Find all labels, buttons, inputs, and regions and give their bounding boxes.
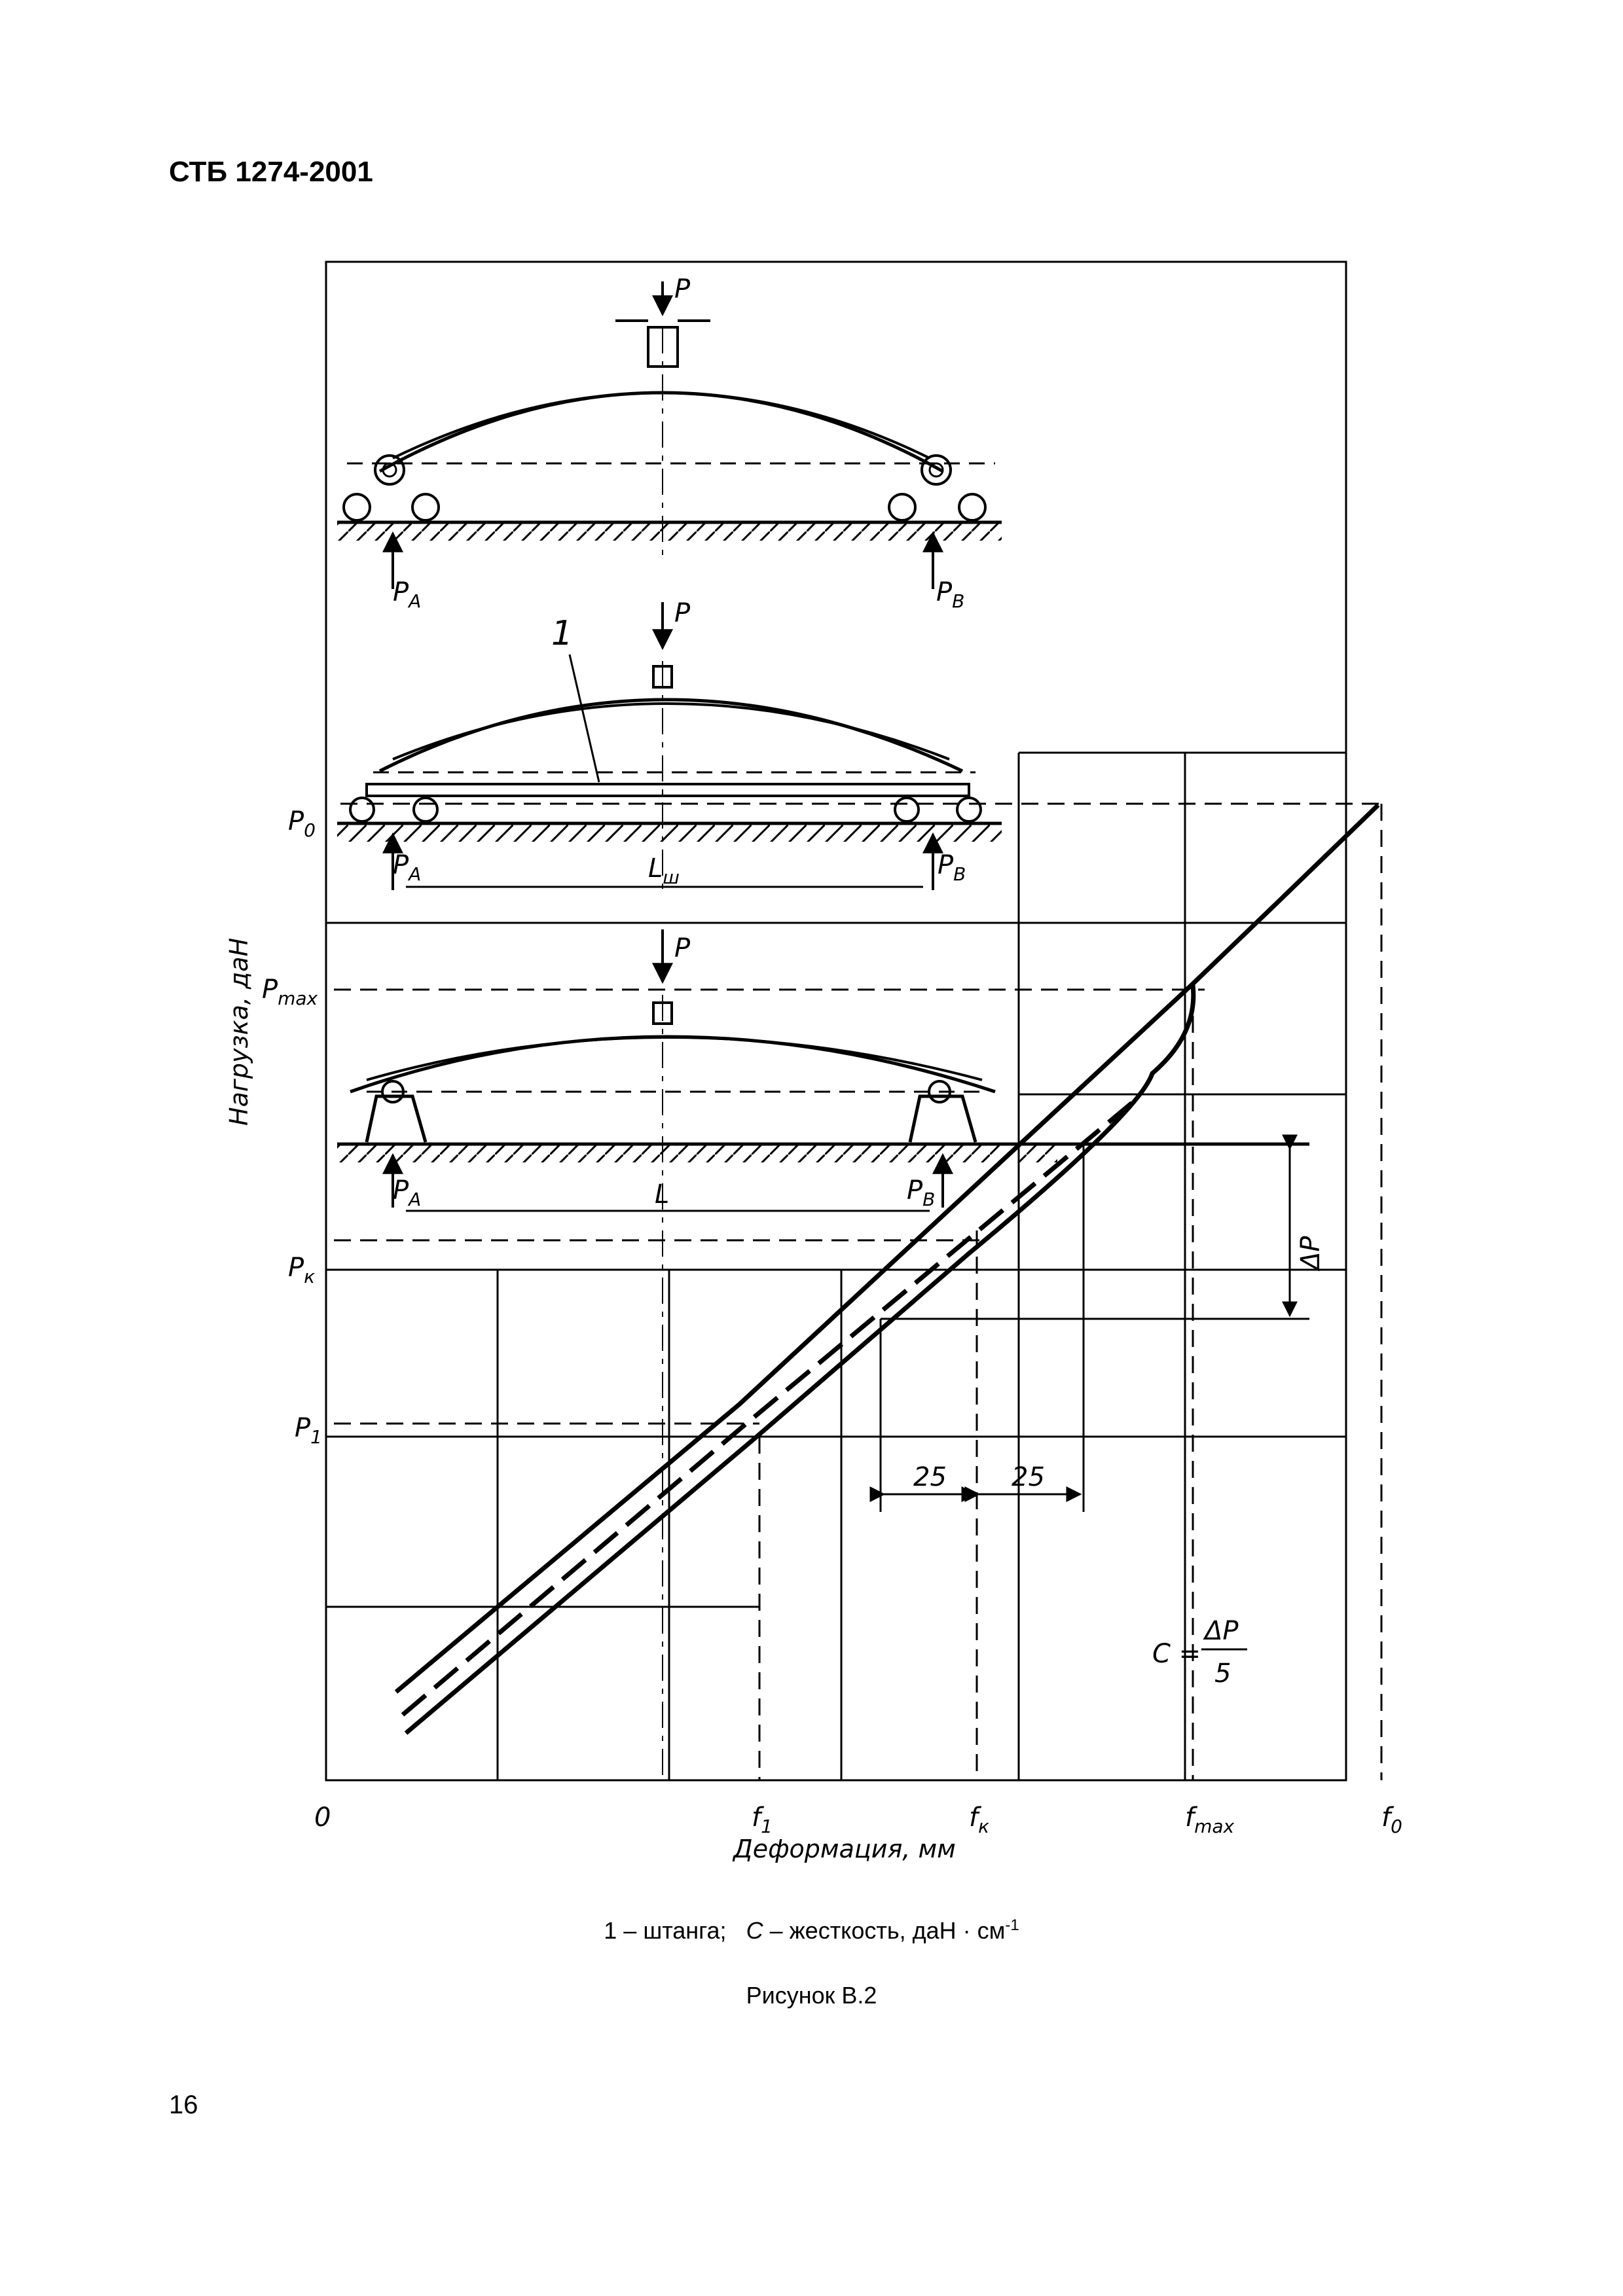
stiffness-formula-denominator: 5 xyxy=(1214,1659,1231,1689)
loading-curve xyxy=(394,803,1380,1694)
force-label-3: P xyxy=(674,933,691,963)
page-number: 16 xyxy=(169,2090,198,2119)
bar-leader-number: 1 xyxy=(551,614,573,653)
stiffness-formula-numerator: ΔP xyxy=(1203,1616,1239,1646)
figure-legend: 1 – штанга; C – жесткость, даН · см-1 xyxy=(0,1916,1623,1945)
legend-sup: -1 xyxy=(1005,1916,1019,1934)
sketch-spring-on-rollers xyxy=(337,281,1002,589)
figure-frame xyxy=(325,260,1347,1782)
y-axis-title: Нагрузка, даН xyxy=(225,938,253,1126)
x-label-fmax: fmax xyxy=(1185,1803,1235,1837)
stiffness-formula-lhs: C = xyxy=(1152,1639,1201,1669)
support-b-label-1: PB xyxy=(936,577,964,612)
figure-title: Рисунок В.2 xyxy=(746,1982,877,2009)
y-label-pk: Pк xyxy=(288,1253,315,1287)
x-label-f0: f0 xyxy=(1381,1803,1402,1837)
force-label-2: P xyxy=(674,598,691,628)
chart-gridlines xyxy=(326,753,1383,1780)
sketch-spring-on-supports xyxy=(337,929,1309,1780)
legend-text: – жесткость, даН · см xyxy=(763,1917,1006,1944)
y-label-p0: P0 xyxy=(288,806,316,841)
span-shtanga-label: Lш xyxy=(648,853,680,888)
delta-p-label: ΔP xyxy=(1296,1236,1326,1272)
dimension-arrows xyxy=(869,1134,1298,1502)
support-b-label-2: PB xyxy=(938,850,966,885)
document-code: СТБ 1274-2001 xyxy=(169,156,373,188)
mean-curve xyxy=(401,1098,1138,1717)
figure-labels: P PA PB P 1 PA PB Lш P PA PB L Нагрузка,… xyxy=(225,274,1402,1863)
support-a-label-2: PA xyxy=(393,850,421,885)
y-label-p1: P1 xyxy=(295,1413,322,1448)
dimension-label-right: 25 xyxy=(1012,1462,1045,1492)
span-label: L xyxy=(655,1179,669,1210)
support-a-label-1: PA xyxy=(393,577,421,612)
origin-label: 0 xyxy=(314,1803,331,1833)
legend-prefix: 1 – штанга; xyxy=(604,1917,727,1944)
x-axis-title: Деформация, мм xyxy=(732,1835,956,1863)
dimension-label-left: 25 xyxy=(913,1462,947,1492)
force-label-1: P xyxy=(674,274,691,304)
unloading-curve xyxy=(404,984,1196,1735)
support-b-label-3: PB xyxy=(907,1175,935,1210)
x-label-f1: f1 xyxy=(752,1803,773,1837)
support-a-label-3: PA xyxy=(393,1175,421,1210)
chart-curves xyxy=(394,803,1380,1735)
sketch-spring-with-bar xyxy=(337,602,1002,890)
x-label-fk: fк xyxy=(969,1803,989,1837)
legend-c: C xyxy=(746,1917,763,1944)
y-label-pmax: Pmax xyxy=(262,975,318,1009)
